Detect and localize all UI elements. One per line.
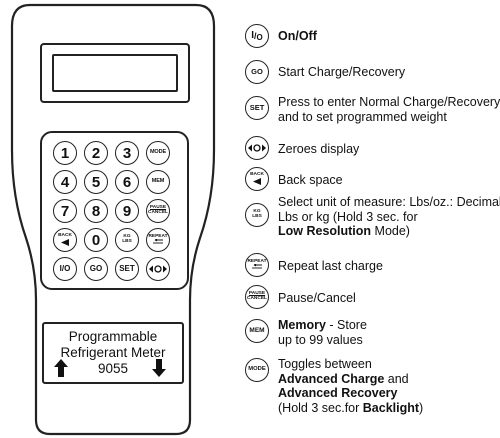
key-cancel-label: CANCEL (148, 210, 168, 215)
lcd-display (40, 43, 190, 103)
key-kg-label: KG (123, 234, 131, 240)
legend-set-icon: SET (245, 96, 269, 120)
key-pause-label: PAUSE (149, 205, 167, 211)
legend-unit-line3: Low Resolution Mode) (278, 224, 500, 239)
legend-mode-line3: Advanced Recovery (278, 386, 423, 401)
legend-memory-bold: Memory (278, 318, 326, 332)
legend-back-icon: BACK (245, 167, 269, 191)
legend-lbs-label: LBS (252, 214, 262, 219)
legend-memory-text: Memory - Store up to 99 values (278, 318, 367, 347)
legend-unit-line1: Select unit of measure: Lbs/oz.: Decimal (278, 195, 500, 209)
key-repeat[interactable]: REPEAT (146, 228, 170, 252)
legend-pause-icon: PAUSE CANCEL (245, 285, 269, 309)
legend-cancel-label: CANCEL (247, 296, 267, 301)
legend-back-text: Back space (278, 173, 343, 187)
legend-mem-icon: MEM (245, 319, 269, 343)
key-zero[interactable] (146, 257, 170, 281)
legend-repeat-label: REPEAT (247, 258, 267, 264)
legend-unit-text: Select unit of measure: Lbs/oz.: Decimal… (278, 195, 500, 239)
zero-arrows-icon (149, 265, 167, 273)
plate-title-line2: Refrigerant Meter (60, 345, 166, 360)
legend-pause-text: Pause/Cancel (278, 291, 356, 305)
onoff-o: O (256, 33, 263, 42)
key-pause-cancel[interactable]: PAUSE CANCEL (146, 199, 170, 223)
key-kg-lbs[interactable]: KG LBS (115, 228, 139, 252)
legend-unit-rest: Mode) (371, 224, 410, 238)
legend-go-text: Start Charge/Recovery (278, 65, 406, 79)
legend-zero-text: Zeroes display (278, 142, 360, 156)
legend-mode-icon: MODE (245, 358, 269, 382)
legend-mode-line4: (Hold 3 sec.for Backlight) (278, 401, 423, 416)
key-back[interactable]: BACK (53, 228, 77, 252)
legend-kg-label: KG (253, 209, 261, 215)
keypad: 1 2 3 MODE 4 5 6 MEM 7 8 9 PAUSE CANCEL … (40, 131, 189, 290)
legend-mode-line1: Toggles between (278, 357, 372, 371)
key-1[interactable]: 1 (53, 141, 77, 165)
key-0[interactable]: 0 (84, 228, 108, 252)
legend-memory-line2: up to 99 values (278, 332, 363, 347)
legend-kg-lbs-icon: KG LBS (245, 203, 269, 227)
legend-mode-bold1: Advanced Charge (278, 371, 385, 386)
legend-set-text: Press to enter Normal Charge/Recovery an… (278, 95, 500, 124)
back-arrow-icon (253, 177, 261, 185)
key-lbs-label: LBS (122, 239, 132, 244)
key-7[interactable]: 7 (53, 199, 77, 223)
legend-mode-text: Toggles between Advanced Charge and Adva… (278, 357, 423, 415)
legend-set-line2: and to set programmed weight (278, 109, 447, 124)
legend-memory-rest: - Store (325, 318, 367, 332)
key-8[interactable]: 8 (84, 199, 108, 223)
key-4[interactable]: 4 (53, 170, 77, 194)
onoff-i: I (251, 30, 255, 41)
legend-unit-line2: Lbs or kg (Hold 3 sec. for (278, 209, 418, 224)
zero-arrows-icon (248, 144, 266, 152)
plate-model-number: 9055 (97, 361, 129, 376)
model-label-plate: Programmable Refrigerant Meter 9055 (42, 322, 184, 384)
key-5[interactable]: 5 (84, 170, 108, 194)
key-go[interactable]: GO (84, 257, 108, 281)
key-3[interactable]: 3 (115, 141, 139, 165)
legend-unit-bold: Low Resolution (278, 224, 372, 238)
legend-repeat-icon: REPEAT (245, 253, 269, 277)
legend-set-line1: Press to enter Normal Charge/Recovery (278, 95, 500, 109)
key-set[interactable]: SET (115, 257, 139, 281)
legend-mode-bold2: Advanced Recovery (278, 386, 398, 400)
legend-onoff-text: On/Off (278, 29, 317, 43)
legend-mode-bold3: Backlight (362, 400, 420, 415)
key-on-off[interactable]: I/O (53, 257, 77, 281)
lcd-screen (52, 54, 178, 92)
legend-repeat-text: Repeat last charge (278, 259, 383, 273)
repeat-arrow-icon (252, 264, 262, 269)
down-arrow-icon (152, 359, 166, 377)
legend-zero-icon (245, 136, 269, 160)
legend-mode-end: ) (419, 400, 424, 415)
key-mode[interactable]: MODE (146, 141, 170, 165)
legend-back-label: BACK (250, 172, 264, 178)
legend-pause-label: PAUSE (248, 291, 266, 297)
key-back-label: BACK (58, 233, 72, 239)
key-9[interactable]: 9 (115, 199, 139, 223)
key-mem[interactable]: MEM (146, 170, 170, 194)
legend-mode-rest1: and (384, 371, 409, 386)
key-2[interactable]: 2 (84, 141, 108, 165)
plate-title-line1: Programmable (68, 329, 158, 344)
key-repeat-label: REPEAT (148, 233, 168, 239)
key-6[interactable]: 6 (115, 170, 139, 194)
legend-mode-line2: Advanced Charge and (278, 372, 423, 387)
legend-go-icon: GO (245, 60, 269, 84)
refrigerant-meter-device: 1 2 3 MODE 4 5 6 MEM 7 8 9 PAUSE CANCEL … (0, 0, 230, 438)
legend-memory-line1: Memory - Store (278, 318, 367, 333)
legend-onoff-icon: I/O (245, 24, 269, 48)
back-arrow-icon (61, 238, 69, 246)
up-arrow-icon (54, 359, 68, 377)
repeat-arrow-icon (153, 239, 163, 244)
legend-mode-rest2: (Hold 3 sec.for (278, 400, 363, 415)
